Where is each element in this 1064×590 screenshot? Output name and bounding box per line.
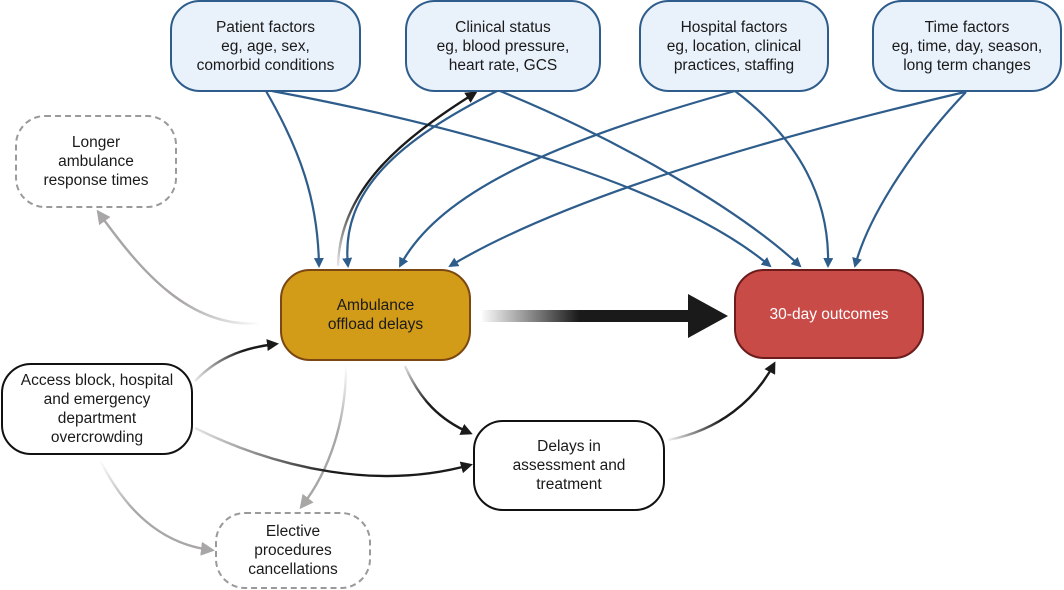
node-label: Delays in assessment and treatment — [512, 438, 626, 493]
edge-offload-to-elective — [299, 365, 348, 510]
node-30-day-outcomes: 30-day outcomes — [734, 269, 924, 359]
node-longer-response-times: Longer ambulance response times — [15, 115, 177, 208]
node-detail: eg, time, day, season, long term changes — [891, 37, 1043, 74]
edge-offload-to-clinical — [336, 91, 478, 267]
node-assessment-delays: Delays in assessment and treatment — [473, 420, 665, 511]
edge-time-to-offload — [448, 90, 966, 268]
edge-hospital-to-outcomes — [734, 90, 834, 268]
edge-hospital-to-offload — [399, 89, 736, 268]
edge-offload-to-assessment — [403, 365, 473, 435]
node-label: Elective procedures cancellations — [248, 523, 338, 578]
edge-patient-to-offload — [265, 90, 324, 268]
node-label: Ambulance offload delays — [327, 297, 424, 333]
node-label: Access block, hospital and emergency dep… — [20, 372, 174, 446]
node-ambulance-offload-delays: Ambulance offload delays — [280, 269, 471, 361]
edge-patient-to-outcomes — [271, 89, 772, 268]
edge-time-to-outcomes — [852, 91, 967, 268]
node-label: 30-day outcomes — [769, 305, 889, 323]
node-elective-cancellations: Elective procedures cancellations — [215, 512, 371, 589]
edge-offload-to-outcomes-main — [482, 294, 728, 338]
edge-assessment-to-outcomes — [667, 361, 776, 442]
node-title: Time factors — [924, 18, 1010, 36]
node-title: Hospital factors — [680, 18, 788, 36]
node-access-block: Access block, hospital and emergency dep… — [1, 363, 193, 455]
edge-access-to-assessment — [194, 426, 473, 478]
node-label: Longer ambulance response times — [43, 134, 149, 189]
node-title: Clinical status — [455, 18, 551, 36]
node-detail: eg, location, clinical practices, staffi… — [666, 37, 802, 74]
edge-access-to-offload — [194, 339, 279, 382]
edge-access-to-elective — [98, 459, 215, 556]
node-title: Patient factors — [215, 18, 316, 36]
edge-clinical-to-outcomes — [499, 89, 802, 268]
edge-offload-to-longer-response — [96, 209, 263, 325]
edge-clinical-to-offload — [342, 90, 498, 268]
node-detail: eg, blood pressure, heart rate, GCS — [436, 37, 570, 74]
node-detail: eg, age, sex, comorbid conditions — [196, 37, 335, 74]
